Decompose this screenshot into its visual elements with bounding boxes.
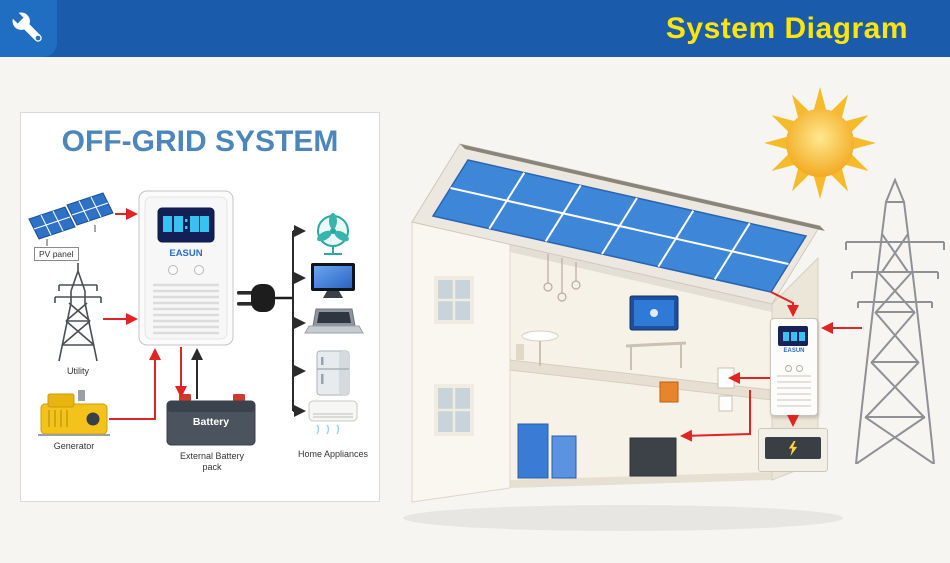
power-tower-icon — [845, 177, 945, 464]
inverter-icon: EASUN — [138, 190, 234, 346]
utility-label: Utility — [67, 366, 89, 376]
generator-label: Generator — [53, 441, 95, 451]
house-interior — [509, 244, 773, 488]
home-appliances-label: Home Appliances — [297, 449, 369, 459]
wall-inverter: EASUN — [770, 318, 818, 416]
wall-battery-panel — [765, 437, 821, 459]
battery-pack-label: External Battery pack — [179, 451, 245, 472]
fan-icon — [317, 213, 349, 255]
wall-inverter-buttons — [771, 359, 817, 377]
table-icon — [516, 330, 559, 366]
wall-monitor-icon — [625, 295, 687, 370]
wall-device-orange — [659, 381, 679, 403]
pendant-lamps-icon — [543, 254, 581, 302]
tv-icon — [311, 263, 355, 298]
window-icon — [434, 384, 474, 436]
wall-inverter-display — [778, 326, 808, 346]
power-plug-icon — [237, 284, 293, 312]
wrench-tile — [0, 0, 57, 57]
card-title: OFF-GRID SYSTEM — [61, 125, 339, 158]
card-wiring — [103, 208, 306, 420]
battery-label: Battery — [192, 416, 230, 428]
air-conditioner-icon — [308, 400, 358, 435]
lightning-bolt-icon — [788, 440, 798, 456]
wall-inverter-vents — [777, 375, 811, 409]
offgrid-diagram: EASUN — [28, 190, 364, 446]
fridge-icon — [316, 350, 350, 396]
house-shadow — [403, 505, 843, 531]
pv-panel-icon — [28, 192, 114, 246]
wall-battery — [758, 428, 828, 472]
wrench-icon — [8, 8, 42, 42]
page-title: System Diagram — [665, 12, 908, 45]
storage-battery-box — [629, 437, 677, 477]
sun-icon — [764, 87, 876, 199]
inverter-display — [163, 216, 209, 232]
wall-inverter-brand: EASUN — [783, 348, 805, 354]
roof — [411, 143, 825, 305]
utility-tower-icon — [54, 263, 102, 362]
window-icon — [434, 276, 474, 324]
inverter-brand: EASUN — [169, 248, 202, 259]
interior-wiring — [680, 372, 772, 442]
offgrid-card: OFF-GRID SYSTEM — [20, 112, 380, 502]
generator-icon — [38, 390, 110, 436]
house-illustration — [403, 143, 843, 531]
header: System Diagram — [0, 0, 950, 57]
breaker-box-small-icon — [718, 395, 733, 412]
pv-panel-label: PV panel — [34, 247, 79, 262]
laptop-icon — [304, 308, 364, 334]
cabinet-icons — [517, 423, 577, 479]
battery-icon — [166, 394, 256, 446]
